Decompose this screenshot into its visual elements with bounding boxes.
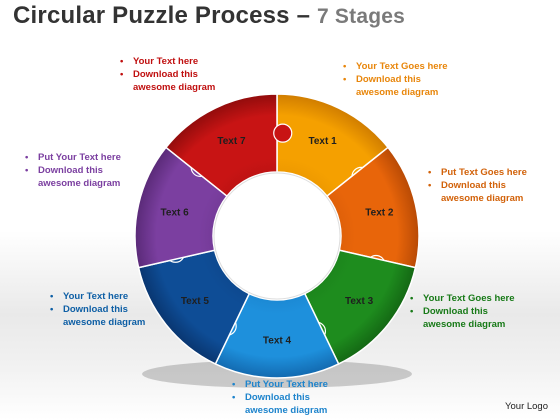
title-accent: 7 Stages — [317, 5, 405, 28]
note-line-1: Put Your Text here — [230, 378, 328, 391]
note-line-1: Your Text here — [48, 290, 145, 303]
note-line-1: Your Text Goes here — [341, 60, 448, 73]
logo-placeholder: Your Logo — [505, 401, 548, 412]
page-title: Circular Puzzle Process – 7 Stages — [13, 2, 405, 30]
note-stage-1: Your Text Goes here Download thisawesome… — [341, 60, 448, 99]
stage-label-6: Text 6 — [161, 207, 190, 218]
note-stage-3: Your Text Goes here Download thisawesome… — [408, 292, 515, 331]
stage-label-4: Text 4 — [263, 336, 292, 347]
title-main: Circular Puzzle Process – — [13, 2, 318, 29]
note-stage-6: Put Your Text here Download thisawesome … — [23, 151, 121, 190]
note-line-1: Your Text here — [118, 55, 215, 68]
note-line-1: Your Text Goes here — [408, 292, 515, 305]
ring-center-hole — [213, 172, 341, 300]
stage-label-2: Text 2 — [365, 207, 394, 218]
stage-label-3: Text 3 — [345, 296, 374, 307]
stage-label-5: Text 5 — [181, 296, 210, 307]
note-stage-2: Put Text Goes here Download thisawesome … — [426, 166, 527, 205]
note-line-1: Put Text Goes here — [426, 166, 527, 179]
stage-label-7: Text 7 — [217, 136, 246, 147]
puzzle-piece-7 — [165, 93, 278, 197]
note-line-1: Put Your Text here — [23, 151, 121, 164]
puzzle-knob-7 — [273, 123, 293, 143]
stage-label-1: Text 1 — [308, 136, 337, 147]
note-stage-4: Put Your Text here Download thisawesome … — [230, 378, 328, 417]
